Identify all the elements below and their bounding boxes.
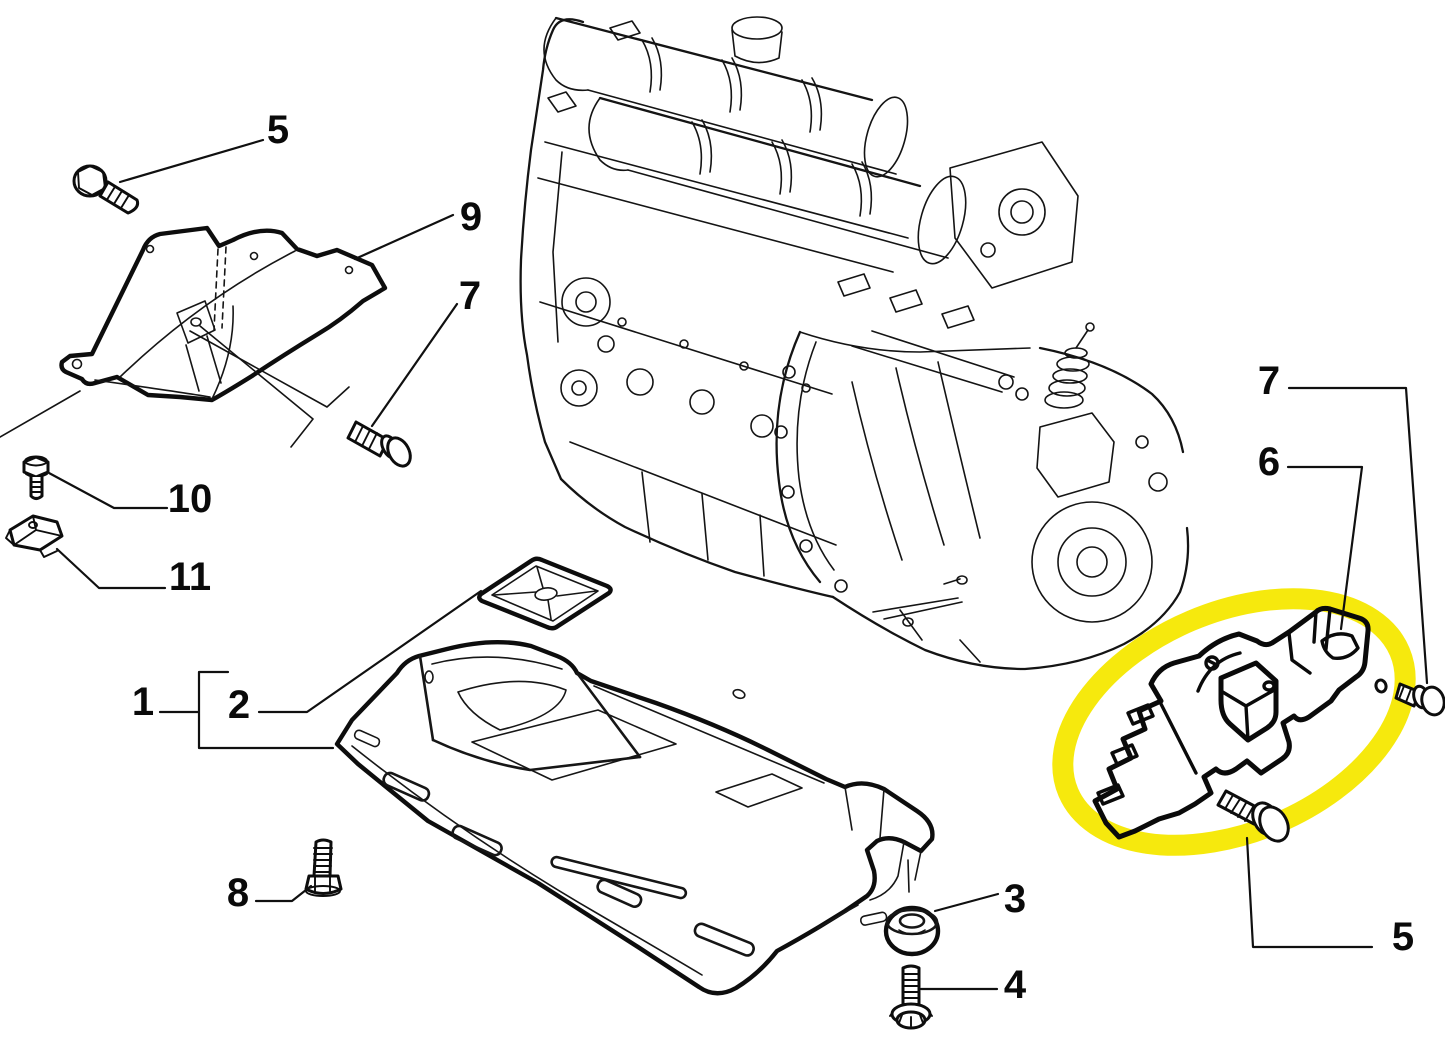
bolt-part-5-bottom-right [1216,789,1290,843]
callout-10: 10 [168,477,213,521]
gasket-part-2 [477,556,613,631]
spacer-part-3 [883,859,941,957]
callout-3: 3 [1004,877,1026,921]
callout-7-right: 7 [1258,359,1280,403]
callout-2: 2 [228,683,250,727]
heat-shield-part-9 [59,225,388,403]
callout-1: 1 [132,680,154,724]
callout-8: 8 [227,871,249,915]
bolt-part-10 [22,455,50,500]
callout-leader-lines [47,138,1429,991]
callout-5-top-left: 5 [267,108,289,152]
skid-plate-part-1 [334,639,935,996]
bolt-part-5-top-left [72,164,140,215]
callout-7-left: 7 [459,274,481,318]
bolt-part-7-left [346,420,412,468]
callout-4: 4 [1004,963,1027,1007]
callout-labels: 5 9 7 10 11 1 2 8 3 4 7 6 5 [132,108,1414,1007]
engine-illustration [519,16,1190,671]
callout-11: 11 [169,555,211,599]
bolt-part-7-right [1374,678,1445,717]
callout-6: 6 [1258,440,1280,484]
clip-part-11 [5,514,64,558]
bolt-part-4 [889,964,933,1030]
locator-lines [0,325,963,620]
callout-9: 9 [460,195,482,239]
bolt-part-8 [304,838,343,897]
callout-5-bottom-right: 5 [1392,915,1414,959]
